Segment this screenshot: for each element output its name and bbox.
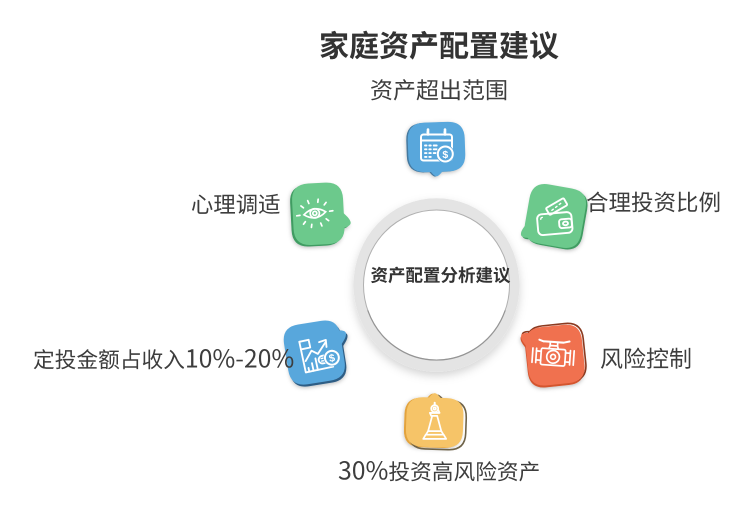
svg-text:$: $ <box>442 149 448 161</box>
svg-text:$: $ <box>328 352 336 365</box>
